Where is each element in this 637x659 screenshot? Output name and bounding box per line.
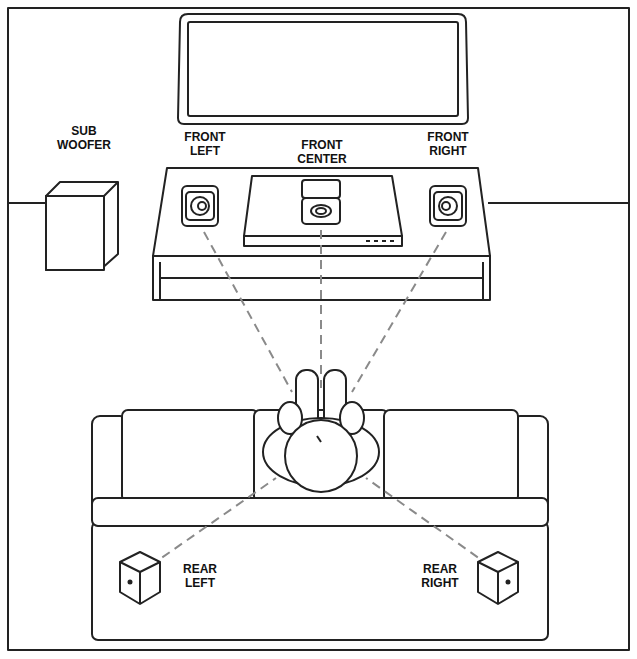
listener [263, 370, 379, 492]
front-right-speaker [430, 186, 466, 226]
television [178, 14, 468, 124]
speaker-label: FRONT RIGHT [415, 130, 481, 158]
speaker-label: REAR RIGHT [407, 562, 473, 590]
speaker-label: SUB WOOFER [51, 124, 117, 152]
speaker-label: REAR LEFT [167, 562, 233, 590]
wall-line [488, 202, 629, 204]
subwoofer [46, 182, 118, 270]
sound-direction-lines [150, 230, 490, 566]
front-center-speaker [302, 180, 340, 224]
frame [8, 8, 629, 650]
speaker-label: FRONT LEFT [172, 130, 238, 158]
av-receiver [244, 176, 402, 246]
rear-right-speaker [478, 552, 518, 604]
sofa [92, 410, 548, 640]
wall-line [8, 202, 48, 204]
front-left-speaker [182, 186, 218, 226]
rear-left-speaker [120, 552, 160, 604]
speaker-label: FRONT CENTER [289, 138, 355, 166]
